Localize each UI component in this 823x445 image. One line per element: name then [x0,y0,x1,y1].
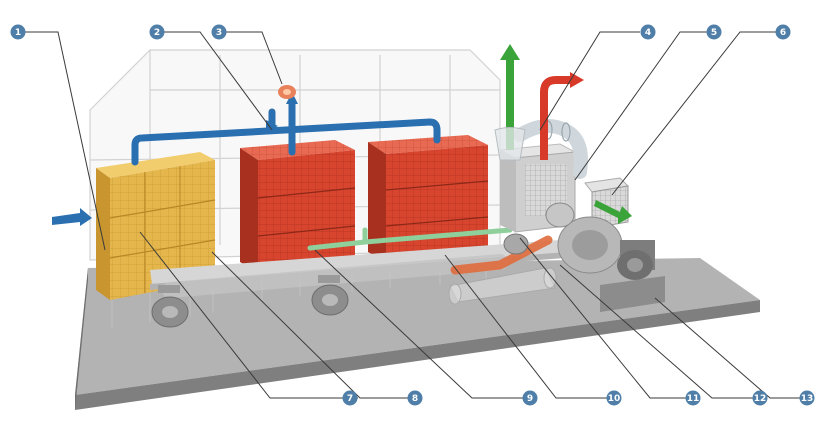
svg-text:7: 7 [347,394,353,404]
green-exhaust [494,44,526,161]
callout-12: 12 [752,390,768,406]
svg-text:3: 3 [216,28,222,38]
valve-icon [278,85,296,99]
svg-text:9: 9 [527,394,533,404]
transparent-duct [448,267,557,305]
svg-text:10: 10 [608,394,621,404]
outlet-arrow-icon [570,72,584,88]
orange-pipe [450,235,553,275]
adsorber-red-right [368,135,489,262]
callout-10: 10 [606,390,622,406]
callout-6: 6 [775,24,791,40]
green-side-arrow [594,200,632,224]
base-platform [75,258,760,410]
svg-text:13: 13 [801,394,814,404]
svg-text:8: 8 [412,394,418,404]
callout-9: 9 [522,390,538,406]
adsorber-yellow [96,152,216,300]
inlet-arrow-icon [52,208,92,226]
svg-text:1: 1 [15,28,21,38]
svg-text:11: 11 [687,394,700,404]
callout-5: 5 [706,24,722,40]
leader-lines [18,31,807,399]
lower-valves [151,233,529,328]
svg-text:4: 4 [645,28,651,38]
callout-2: 2 [149,24,165,40]
callout-13: 13 [799,390,815,406]
fan-icon [545,202,665,312]
callout-3: 3 [211,24,227,40]
callout-4: 4 [640,24,656,40]
svg-text:2: 2 [154,28,160,38]
blue-arrow-small-icon [266,120,278,132]
blue-up-arrow-icon [286,92,298,104]
callout-8: 8 [407,390,423,406]
callout-11: 11 [685,390,701,406]
svg-text:6: 6 [780,28,786,38]
elbow-duct [513,119,588,179]
callout-7: 7 [342,390,358,406]
callouts: 1 2 3 4 5 6 7 8 9 10 11 12 13 [10,24,815,406]
svg-text:5: 5 [711,28,717,38]
svg-text:12: 12 [754,394,767,404]
green-pipe [307,227,513,251]
adsorber-red-middle [240,140,356,272]
exhaust-arrow-icon [500,44,520,60]
callout-1: 1 [10,24,26,40]
